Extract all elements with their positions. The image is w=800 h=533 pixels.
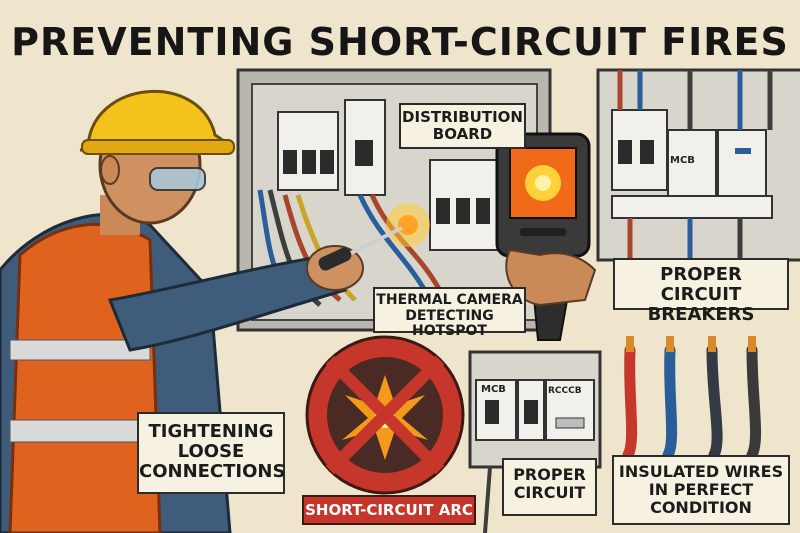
tightening-label-line1: TIGHTENING xyxy=(148,421,274,442)
proper-circuit-label-line2: CIRCUIT xyxy=(513,482,586,502)
worker xyxy=(0,89,364,533)
right-breaker-panel xyxy=(596,68,800,262)
tightening-label: TIGHTENING LOOSE CONNECTIONS xyxy=(137,412,285,494)
rcd-marking-lower: RCCCB xyxy=(548,386,582,396)
proper-breakers-label-line1: PROPER xyxy=(660,264,742,285)
mcb-marking-right: MCB xyxy=(670,155,695,166)
insulated-wires-label-line3: CONDITION xyxy=(650,497,752,517)
tightening-label-line2: LOOSE xyxy=(177,441,245,463)
distribution-board-label-line1: DISTRIBUTION xyxy=(402,108,523,126)
proper-breakers-label: PROPER CIRCUIT BREAKERS xyxy=(613,258,789,325)
insulated-wires-label: INSULATED WIRES IN PERFECT CONDITION xyxy=(612,455,790,525)
screwdriver-icon xyxy=(318,226,403,271)
wire-icon xyxy=(622,336,762,461)
hard-hat-icon xyxy=(79,89,235,155)
proper-circuit-box xyxy=(468,350,602,533)
proper-circuit-label-line1: PROPER xyxy=(513,465,586,484)
distribution-board-label: DISTRIBUTION BOARD xyxy=(399,103,526,149)
thermal-camera-label: THERMAL CAMERA DETECTING HOTSPOT xyxy=(373,287,526,339)
thermal-camera-label-line2: DETECTING HOTSPOT xyxy=(405,307,494,340)
proper-breakers-label-line2: CIRCUIT BREAKERS xyxy=(647,284,755,326)
insulated-wires-label-line1: INSULATED WIRES xyxy=(618,462,784,481)
hand xyxy=(505,248,597,307)
mcb-marking-lower: MCB xyxy=(481,384,506,395)
distribution-board-label-line2: BOARD xyxy=(432,124,493,143)
no-arc-icon xyxy=(305,335,465,495)
thermal-camera-label-line1: THERMAL CAMERA xyxy=(376,292,523,308)
tightening-label-line3: CONNECTIONS xyxy=(139,461,286,483)
insulated-wires-label-line2: IN PERFECT xyxy=(648,479,754,499)
proper-circuit-label: PROPER CIRCUIT xyxy=(502,458,597,516)
page-title: PREVENTING SHORT-CIRCUIT FIRES xyxy=(11,20,789,64)
short-circuit-arc-label: SHORT-CIRCUIT ARC xyxy=(302,495,476,525)
